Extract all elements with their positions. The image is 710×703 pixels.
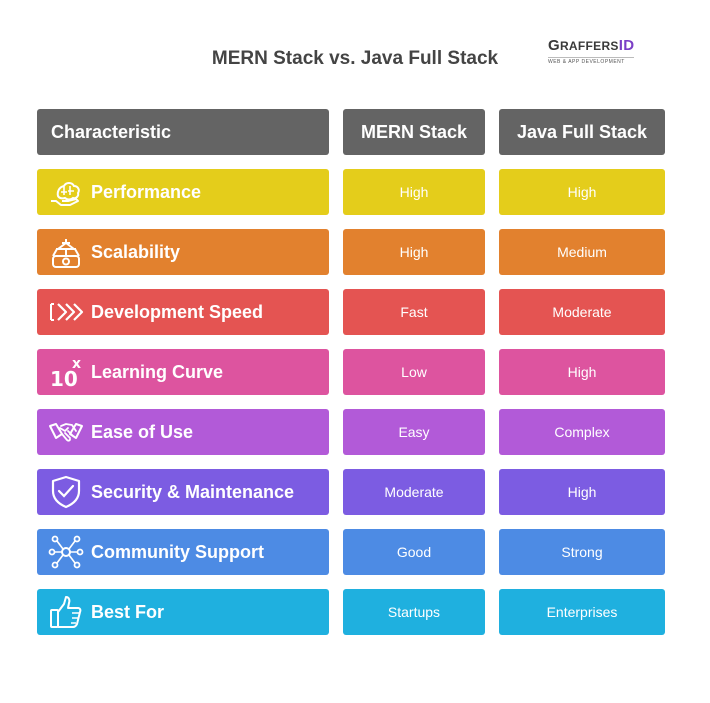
row-label-cell: Development Speed <box>37 289 329 335</box>
graffersid-logo: GRAFFERSID WEB & APP DEVELOPMENT <box>548 38 648 66</box>
java-value-cell: Medium <box>499 229 665 275</box>
java-value-cell: High <box>499 469 665 515</box>
thumbs-up-icon <box>47 593 85 631</box>
header-java-full-stack: Java Full Stack <box>499 109 665 155</box>
fast-forward-icon <box>47 293 85 331</box>
svg-text:x: x <box>72 356 81 372</box>
mern-value-cell: Startups <box>343 589 485 635</box>
row-label-text: Scalability <box>91 241 181 262</box>
row-label-text: Best For <box>91 601 165 622</box>
row-label-text: Performance <box>91 181 202 202</box>
shield-check-icon <box>47 473 85 511</box>
row-label-text: Development Speed <box>91 301 264 322</box>
row-label-cell: Community Support <box>37 529 329 575</box>
row-label-cell: Performance <box>37 169 329 215</box>
mern-value-cell: Fast <box>343 289 485 335</box>
logo-prefix: G <box>548 37 560 54</box>
row-label-cell: Scalability <box>37 229 329 275</box>
svg-text:10: 10 <box>50 367 78 390</box>
chart-title: MERN Stack vs. Java Full Stack <box>211 48 499 69</box>
brain-hand-icon <box>47 173 85 211</box>
mern-value-cell: Easy <box>343 409 485 455</box>
header-characteristic: Characteristic <box>37 109 329 155</box>
java-value-cell: Complex <box>499 409 665 455</box>
header-mern-stack: MERN Stack <box>343 109 485 155</box>
logo-accent: ID <box>618 37 635 54</box>
java-value-cell: Enterprises <box>499 589 665 635</box>
row-label-cell: Best For <box>37 589 329 635</box>
mern-value-cell: Moderate <box>343 469 485 515</box>
mern-value-cell: High <box>343 229 485 275</box>
row-label-text: Security & Maintenance <box>91 481 295 502</box>
mern-value-cell: High <box>343 169 485 215</box>
row-label-text: Ease of Use <box>91 421 194 442</box>
mern-value-cell: Low <box>343 349 485 395</box>
row-label-cell: Ease of Use <box>37 409 329 455</box>
logo-wordmark: GRAFFERSID <box>548 38 648 54</box>
mern-value-cell: Good <box>343 529 485 575</box>
java-value-cell: High <box>499 169 665 215</box>
network-icon <box>47 533 85 571</box>
row-label-text: Community Support <box>91 541 264 562</box>
java-value-cell: Moderate <box>499 289 665 335</box>
logo-tagline: WEB & APP DEVELOPMENT <box>548 57 634 65</box>
java-value-cell: High <box>499 349 665 395</box>
row-label-text: Learning Curve <box>91 361 224 382</box>
row-label-cell: Security & Maintenance <box>37 469 329 515</box>
scale-icon <box>47 233 85 271</box>
java-value-cell: Strong <box>499 529 665 575</box>
logo-rest: RAFFERS <box>559 39 619 53</box>
handshake-icon <box>47 413 85 451</box>
